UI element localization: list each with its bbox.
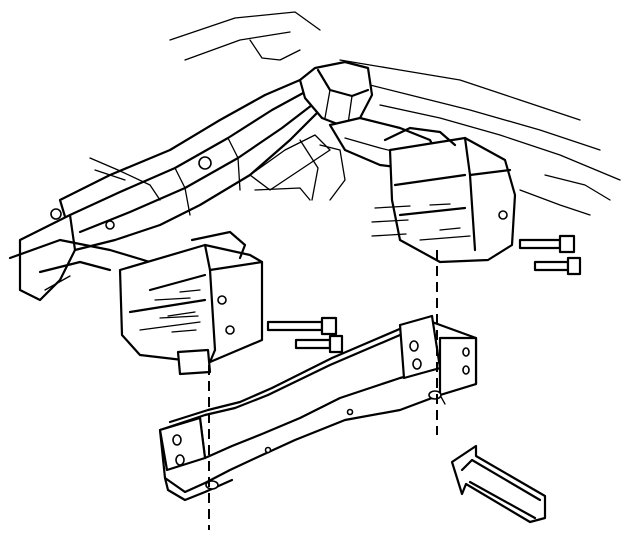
vehicle-frame-front-section	[8, 11, 621, 302]
direction-arrow	[450, 444, 547, 524]
left-mount-bolts	[266, 316, 344, 354]
right-engine-mount-bracket	[383, 126, 517, 264]
alignment-studs	[154, 205, 411, 319]
frame-crossmember	[158, 314, 478, 502]
right-mount-bolts	[518, 234, 582, 276]
left-engine-mount-bracket	[118, 230, 264, 376]
alignment-lines	[208, 250, 438, 530]
